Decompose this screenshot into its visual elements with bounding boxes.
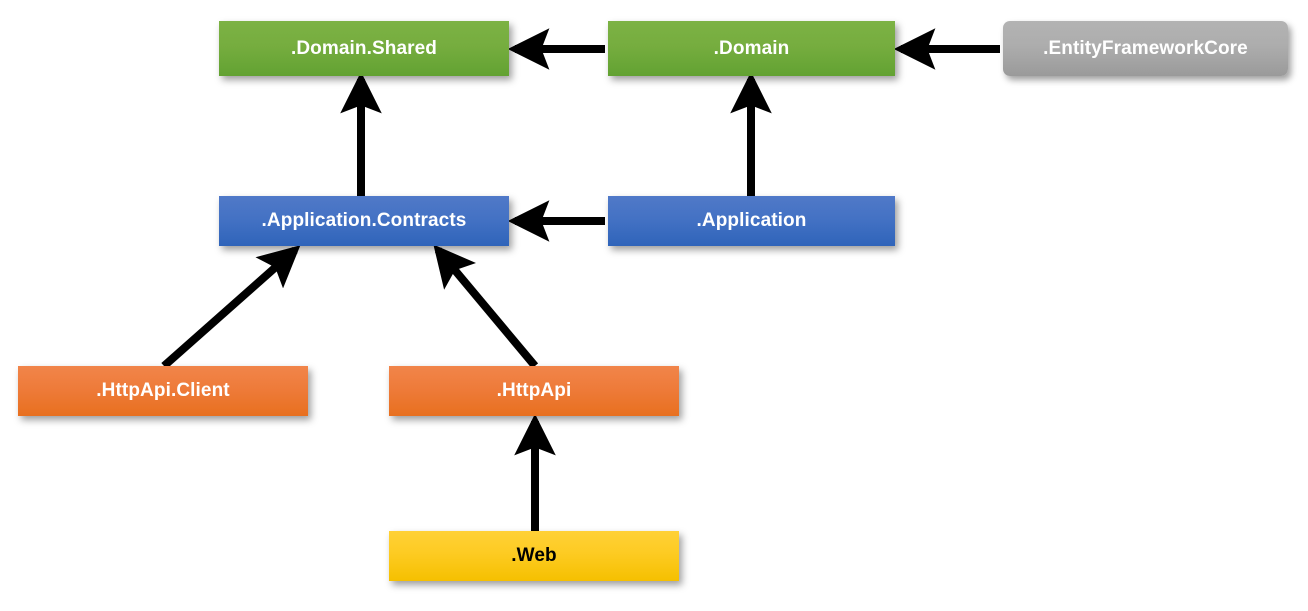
node-label-domain: .Domain xyxy=(713,37,790,59)
node-httpapi[interactable]: .HttpApi xyxy=(389,366,679,416)
node-label-application-contracts: .Application.Contracts xyxy=(261,210,467,231)
node-entity-framework-core[interactable]: .EntityFrameworkCore xyxy=(1003,21,1288,76)
node-domain[interactable]: .Domain xyxy=(608,21,895,76)
node-application-contracts[interactable]: .Application.Contracts xyxy=(219,196,509,246)
node-label-httpapi: .HttpApi xyxy=(496,380,572,401)
node-label-entity-framework-core: .EntityFrameworkCore xyxy=(1043,37,1248,59)
arrow-httpapi-to-application-contracts xyxy=(433,244,539,369)
node-web[interactable]: .Web xyxy=(389,531,679,581)
node-label-application: .Application xyxy=(696,210,807,231)
node-label-httpapi-client: .HttpApi.Client xyxy=(96,380,230,401)
node-domain-shared[interactable]: .Domain.Shared xyxy=(219,21,509,76)
node-label-web: .Web xyxy=(511,545,557,566)
node-application[interactable]: .Application xyxy=(608,196,895,246)
node-label-domain-shared: .Domain.Shared xyxy=(290,37,438,59)
node-httpapi-client[interactable]: .HttpApi.Client xyxy=(18,366,308,416)
arrow-httpapi-client-to-application-contracts xyxy=(161,245,301,369)
